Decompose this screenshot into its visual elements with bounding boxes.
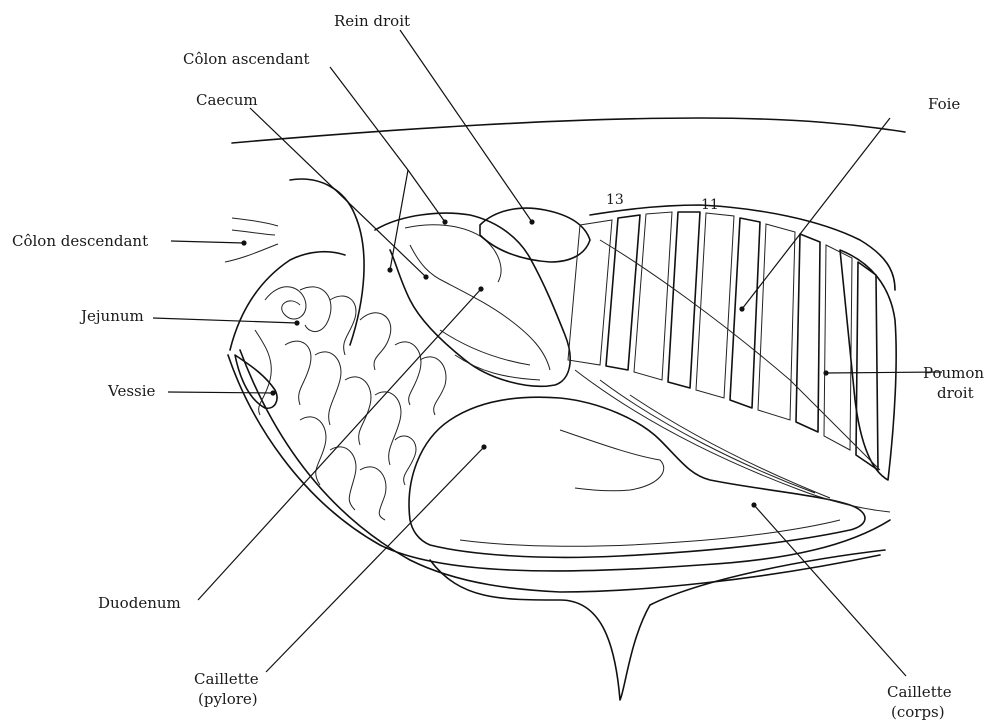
label-caillette-pylore: Caillette [194, 670, 259, 688]
label-colon-ascendant: Côlon ascendant [183, 50, 310, 68]
leader-dots [241, 219, 828, 507]
label-corps: (corps) [891, 703, 945, 721]
tail-lines [225, 218, 278, 262]
jejunum-coils [255, 287, 446, 520]
sternum [430, 550, 885, 700]
colon-loops [375, 213, 570, 386]
liver-band [600, 240, 880, 470]
label-jejunum: Jejunum [81, 307, 144, 325]
rib-cage [568, 205, 895, 470]
label-vessie: Vessie [108, 382, 155, 400]
flank [290, 179, 364, 345]
label-duodenum: Duodenum [98, 594, 181, 612]
label-droit: droit [937, 384, 974, 402]
label-caillette-corps: Caillette [887, 683, 952, 701]
rib-number-13: 13 [606, 191, 624, 209]
label-rein-droit: Rein droit [334, 12, 410, 30]
colon-inner-2 [440, 330, 540, 380]
rib-number-11: 11 [701, 196, 719, 214]
leader-lines [153, 30, 942, 676]
abomasum-fold [560, 430, 664, 491]
label-foie: Foie [928, 95, 960, 113]
label-poumon: Poumon [923, 364, 984, 382]
label-caecum: Caecum [196, 91, 258, 109]
label-pylore: (pylore) [198, 690, 258, 708]
back-contour [232, 118, 905, 143]
lung [840, 250, 896, 480]
label-colon-descendant: Côlon descendant [12, 232, 148, 250]
